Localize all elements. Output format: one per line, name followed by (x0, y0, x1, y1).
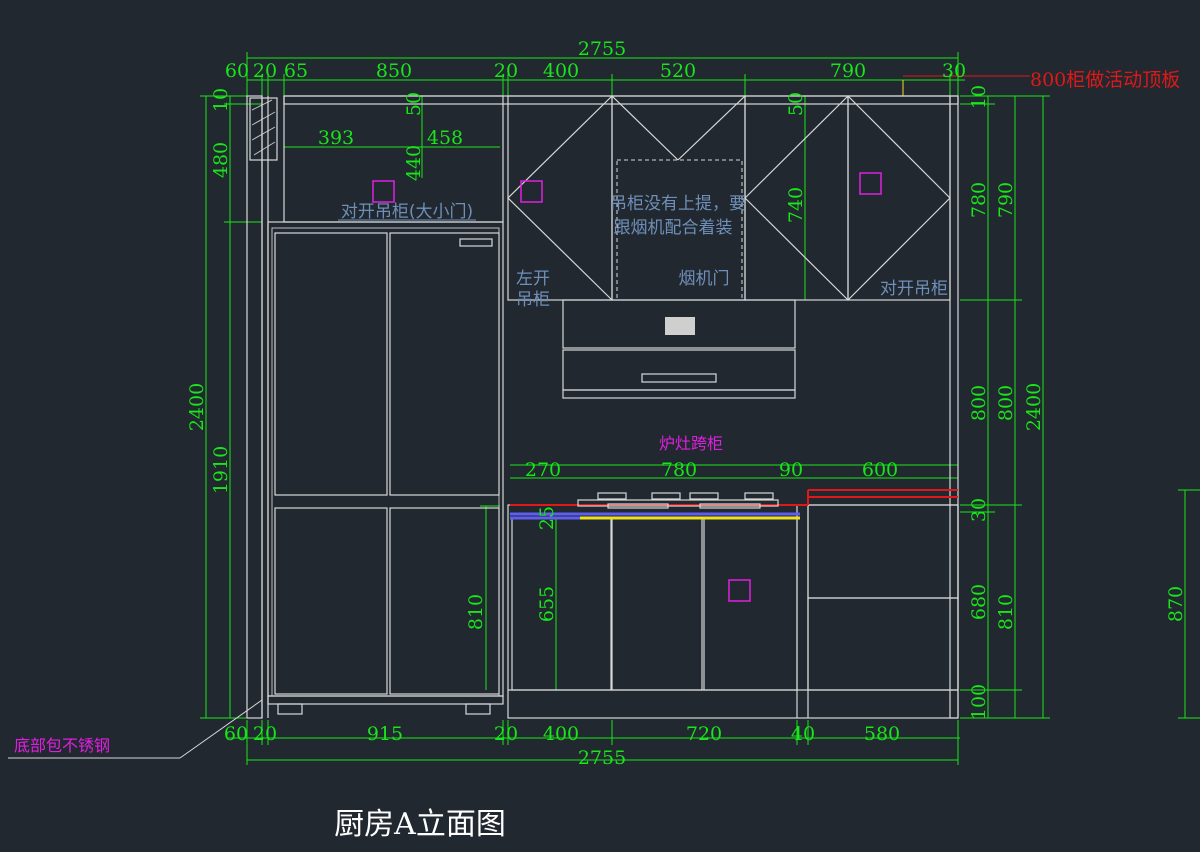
dim-top-3: 850 (376, 60, 412, 82)
dim-counter-0: 270 (525, 459, 561, 481)
dim-left-2400: 2400 (186, 383, 208, 431)
dim-393: 393 (318, 127, 354, 149)
dim-top-2: 65 (284, 60, 308, 82)
marker-square (859, 172, 882, 195)
dim-bottom-4: 400 (543, 723, 579, 745)
dim-top-0: 60 (225, 60, 249, 82)
dim-right-790: 790 (995, 182, 1017, 218)
dim-740: 740 (785, 187, 807, 223)
dim-top-5: 400 (543, 60, 579, 82)
dim-right-810: 810 (995, 594, 1017, 630)
dimension-lines (200, 52, 1200, 765)
dim-right-10: 10 (968, 85, 990, 109)
upper-cabinets (283, 95, 959, 719)
label-double-door-cabinet: 对开吊柜(大小门) (341, 202, 473, 222)
leader-line (8, 75, 1030, 759)
dim-right-30: 30 (968, 498, 990, 522)
dim-50-b: 50 (785, 92, 807, 116)
dim-458: 458 (427, 127, 463, 149)
marker-square (520, 180, 543, 203)
dim-top-1: 20 (253, 60, 277, 82)
dim-bottom-1: 20 (253, 723, 277, 745)
label-note-line2: 跟烟机配合着装 (614, 218, 733, 238)
dim-counter-3: 600 (862, 459, 898, 481)
dim-bottom-2: 915 (367, 723, 403, 745)
dim-bottom-3: 20 (494, 723, 518, 745)
dim-right-680: 680 (968, 584, 990, 620)
dim-left-10: 10 (210, 88, 232, 112)
dim-inner-810: 810 (465, 594, 487, 630)
dim-inner-655: 655 (536, 586, 558, 622)
drawing-title: 厨房A立面图 (334, 807, 506, 842)
dim-top-7: 790 (830, 60, 866, 82)
label-top-board: 800柜做活动顶板 (1030, 69, 1180, 91)
refrigerator (267, 221, 504, 715)
dim-50-a: 50 (403, 92, 425, 116)
top-dim-chain: 60 20 65 850 20 400 520 790 30 (225, 60, 966, 82)
dim-440: 440 (403, 145, 425, 181)
dim-bottom-total: 2755 (578, 747, 626, 769)
marker-square (728, 579, 751, 602)
dim-left-480: 480 (210, 142, 232, 178)
label-double-hanging-cabinet: 对开吊柜 (880, 279, 948, 299)
dim-bottom-0: 60 (224, 723, 248, 745)
dim-top-total: 2755 (578, 38, 626, 60)
dim-top-4: 20 (494, 60, 518, 82)
lower-cabinets (507, 489, 959, 719)
label-note-line1: 吊柜没有上提，要 (610, 194, 746, 214)
dim-far-right-870: 870 (1165, 586, 1187, 622)
dim-right-2400: 2400 (1023, 383, 1045, 431)
label-bottom-steel: 底部包不锈钢 (14, 736, 110, 755)
label-hood-door: 烟机门 (679, 269, 730, 289)
range-hood (562, 299, 796, 399)
dim-right-100: 100 (968, 684, 990, 720)
dim-right-800a: 800 (968, 385, 990, 421)
label-stove-cabinet: 炉灶跨柜 (659, 434, 723, 453)
dim-right-800b: 800 (995, 385, 1017, 421)
label-left-open: 左开 (516, 269, 550, 289)
gas-stove (577, 492, 779, 509)
dim-inner-25: 25 (536, 506, 558, 530)
dim-bottom-7: 580 (864, 723, 900, 745)
bottom-dim-chain: 60 20 915 20 400 720 40 580 (224, 723, 900, 745)
dim-top-6: 520 (660, 60, 696, 82)
dim-left-1910: 1910 (210, 446, 232, 494)
dim-top-8: 30 (942, 60, 966, 82)
dim-counter-2: 90 (779, 459, 803, 481)
dim-right-780: 780 (968, 182, 990, 218)
dim-bottom-6: 40 (791, 723, 815, 745)
dim-bottom-5: 720 (686, 723, 722, 745)
label-hanging-cabinet: 吊柜 (516, 290, 550, 310)
marker-square (372, 180, 395, 203)
dim-counter-1: 780 (661, 459, 697, 481)
